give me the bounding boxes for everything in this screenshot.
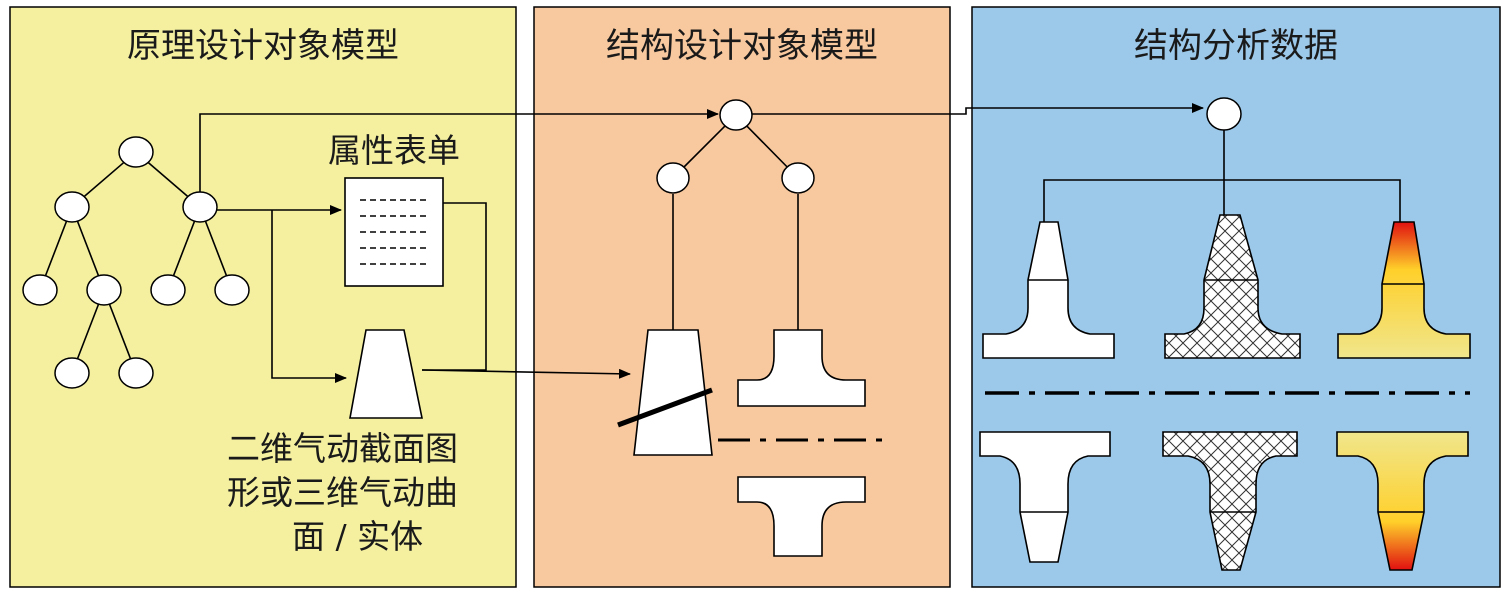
tree-to-structure-arrow	[199, 109, 719, 192]
tree-node-icon	[54, 357, 90, 389]
stress-contour-icon	[1336, 431, 1469, 571]
tree-node-icon	[118, 136, 154, 168]
tree-node-icon	[54, 191, 90, 223]
t-section-icon	[982, 221, 1115, 359]
section-to-structure-arrow	[421, 368, 631, 379]
section-label-line3: 面 / 实体	[292, 517, 423, 556]
structure-tree	[656, 99, 815, 330]
tree-node-icon	[118, 357, 154, 389]
section-label-line2: 形或三维气动曲	[227, 473, 458, 512]
mesh-pattern-icon	[1162, 431, 1298, 571]
tree-node-icon	[214, 274, 250, 306]
form-sheet-icon	[344, 177, 444, 287]
tree-node-icon	[656, 162, 690, 194]
airfoil-section-icon	[633, 329, 713, 456]
tree-node-icon	[719, 99, 753, 131]
t-section-icon	[737, 476, 866, 557]
principle-panel-title: 原理设计对象模型	[127, 26, 399, 66]
t-section-icon	[979, 431, 1111, 563]
tree-node-icon	[182, 191, 218, 223]
principle-tree	[22, 136, 250, 389]
mesh-pattern-icon	[1164, 214, 1301, 359]
structure-panel-title: 结构设计对象模型	[606, 26, 878, 66]
tree-node-icon	[1206, 97, 1242, 131]
structure-to-analysis-arrow	[752, 103, 1204, 115]
analysis-panel-title: 结构分析数据	[1134, 26, 1338, 66]
analysis-branch-line	[1043, 179, 1401, 222]
stress-contour-icon	[1337, 221, 1471, 359]
tree-node-icon	[781, 162, 815, 194]
airfoil-section-icon	[349, 329, 423, 419]
tree-node-icon	[22, 274, 58, 306]
attribute-form-label: 属性表单	[328, 131, 460, 170]
tree-node-icon	[150, 274, 186, 306]
to-section-arrow	[271, 210, 347, 383]
cut-line	[617, 387, 713, 428]
section-label-line1: 二维气动截面图	[227, 429, 458, 468]
tree-node-icon	[86, 274, 122, 306]
t-section-icon	[737, 329, 866, 407]
